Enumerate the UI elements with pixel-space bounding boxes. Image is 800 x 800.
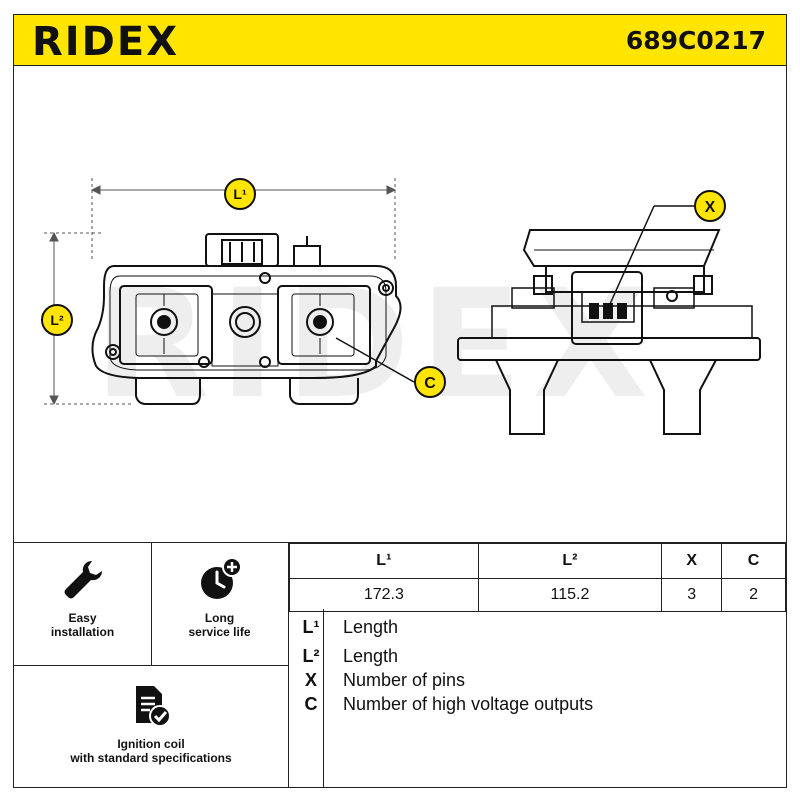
front-view bbox=[91, 233, 402, 405]
part-number: 689C0217 bbox=[625, 26, 766, 55]
feature-label-line2: with standard specifications bbox=[70, 751, 232, 765]
specs-header-l2: L² bbox=[477, 543, 663, 579]
x-callout-badge bbox=[694, 190, 726, 222]
feature-easy-installation: Easy installation bbox=[14, 557, 151, 639]
feature-standard-specs: Ignition coil with standard specificatio… bbox=[14, 683, 288, 765]
specs-value-c: 2 bbox=[721, 578, 786, 612]
specs-header-row: L¹ L² X C bbox=[289, 543, 786, 579]
watermark-text: RIDEX bbox=[94, 258, 658, 432]
l2-callout-label: L² bbox=[50, 312, 64, 328]
specs-value-l1: 172.3 bbox=[289, 578, 479, 612]
side-view bbox=[457, 229, 761, 435]
legend-key: L² bbox=[302, 646, 320, 666]
specs-header-x: X bbox=[661, 543, 723, 579]
l1-callout-label: L¹ bbox=[233, 186, 247, 202]
legend-item: L² Length bbox=[289, 646, 786, 668]
technical-drawing: RIDEX L¹ L² bbox=[41, 178, 761, 435]
feature-label-line1: Ignition coil bbox=[117, 737, 185, 751]
l2-callout-badge bbox=[41, 304, 73, 336]
info-panel: Easy installation Long service life Igni… bbox=[13, 542, 787, 788]
legend-desc: Length bbox=[343, 646, 399, 666]
specs-table: L¹ L² X C 172.3 115.2 3 2 bbox=[289, 543, 786, 612]
specs-header-c: C bbox=[721, 543, 786, 579]
c-callout-badge bbox=[414, 366, 446, 398]
drawing-frame: RIDEX L¹ L² bbox=[13, 66, 787, 542]
specs-header-l1: L¹ bbox=[289, 543, 479, 579]
legend-item: X Number of pins bbox=[289, 670, 786, 692]
legend-desc: Length bbox=[343, 617, 399, 637]
feature-label-line1: Easy bbox=[68, 611, 97, 625]
legend-desc: Number of pins bbox=[343, 670, 466, 690]
specs-value-row: 172.3 115.2 3 2 bbox=[289, 578, 786, 612]
x-callout-label: X bbox=[705, 199, 716, 216]
legend-desc: Number of high voltage outputs bbox=[343, 694, 594, 714]
l1-callout-badge bbox=[224, 178, 256, 210]
feature-label-line2: installation bbox=[50, 625, 115, 639]
legend-item: C Number of high voltage outputs bbox=[289, 694, 786, 716]
feature-label-line1: Long bbox=[204, 611, 235, 625]
legend-key: X bbox=[304, 670, 317, 690]
specs-value-x: 3 bbox=[661, 578, 723, 612]
legend-key: C bbox=[304, 694, 318, 714]
wrench-icon bbox=[64, 561, 102, 599]
legend-key: L¹ bbox=[302, 617, 320, 637]
specs-value-l2: 115.2 bbox=[477, 578, 663, 612]
clock-plus-icon bbox=[200, 557, 242, 599]
legend-item: L¹ Length bbox=[289, 617, 786, 639]
header-bar: RIDEX 689C0217 bbox=[13, 14, 787, 66]
feature-label-line2: service life bbox=[188, 625, 251, 639]
brand-logo: RIDEX bbox=[32, 19, 180, 65]
document-check-icon bbox=[136, 686, 171, 727]
c-callout-label: C bbox=[424, 375, 436, 392]
legend: L¹ Length L² Length X Number of pins C N… bbox=[289, 609, 786, 787]
feature-long-service-life: Long service life bbox=[151, 557, 288, 639]
